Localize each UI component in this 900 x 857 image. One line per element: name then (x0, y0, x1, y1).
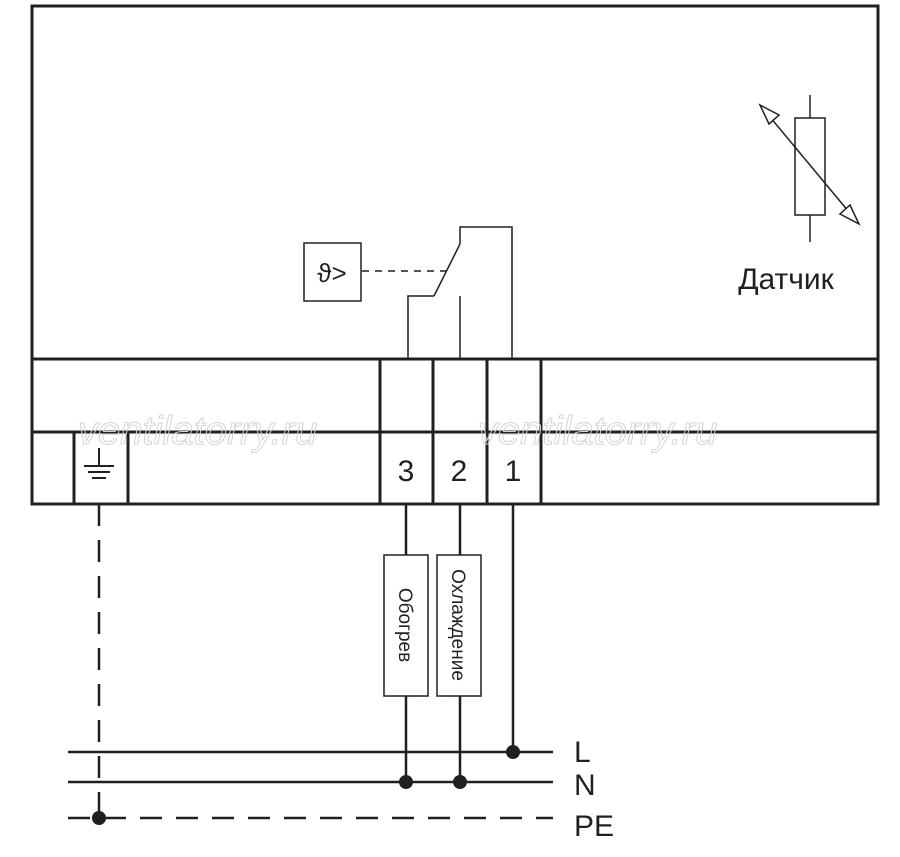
watermark: ventilatorry.ru (478, 409, 717, 453)
heating-label: Обогрев (394, 588, 415, 662)
terminal-number-2: 2 (451, 455, 468, 488)
supply-lines (68, 750, 553, 820)
cooling-label: Охлаждение (447, 569, 468, 681)
line-label-l: L (574, 736, 591, 769)
heating-load: Обогрев (383, 554, 429, 697)
ground-icon (84, 448, 114, 479)
line-label-pe: PE (574, 810, 614, 843)
temperature-relay-icon: ϑ> (303, 242, 362, 302)
terminal-number-1: 1 (505, 455, 522, 488)
line-label-n: N (574, 769, 596, 802)
terminal-number-3: 3 (398, 455, 415, 488)
cooling-load: Охлаждение (436, 554, 482, 697)
device-housing (30, 4, 880, 506)
thermistor-sensor-icon (758, 95, 861, 242)
relay-contacts (362, 226, 513, 359)
sensor-label: Датчик (738, 263, 834, 296)
junction-dots (92, 745, 520, 825)
watermark: ventilatorry.ru (78, 409, 317, 453)
thermo-symbol: ϑ> (317, 258, 346, 288)
external-wiring (97, 504, 515, 818)
